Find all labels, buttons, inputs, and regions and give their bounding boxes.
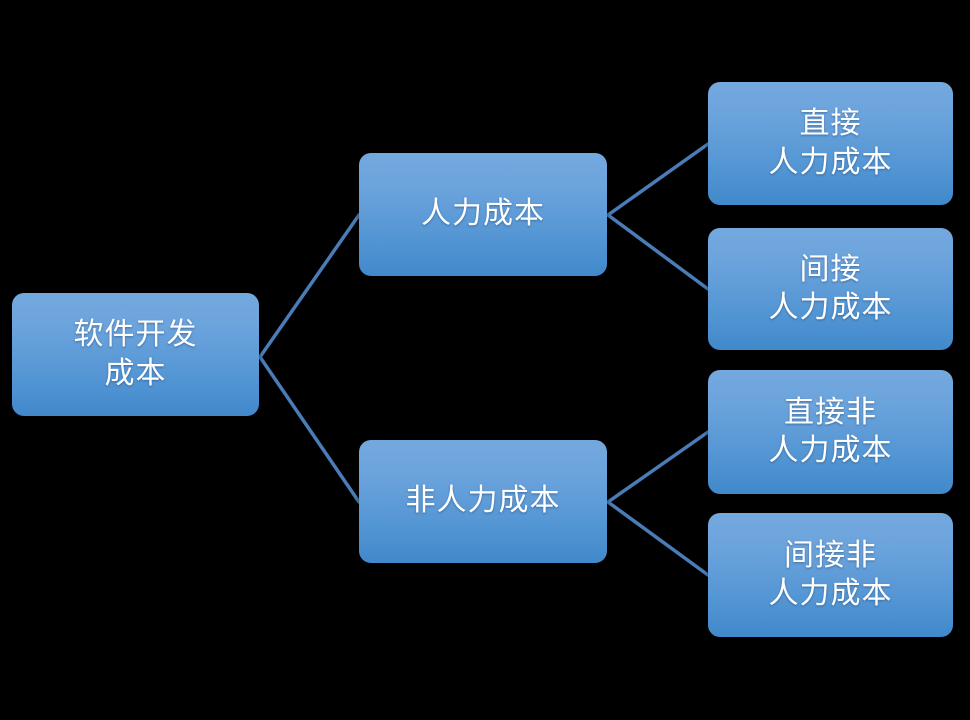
node-software-development-cost[interactable]: 软件开发 成本 (12, 293, 259, 416)
node-label-line2: 成本 (104, 356, 167, 390)
edge-nonlabor-to-indirect (606, 500, 710, 577)
edge-root-to-labor (258, 213, 361, 359)
node-labor-cost[interactable]: 人力成本 (359, 153, 607, 276)
node-label-line1: 软件开发 (73, 318, 198, 352)
node-indirect-non-labor-cost[interactable]: 间接非 人力成本 (708, 513, 953, 637)
node-indirect-labor-cost[interactable]: 间接 人力成本 (708, 228, 953, 350)
node-label-line2: 人力成本 (768, 434, 893, 467)
node-label-line2: 人力成本 (768, 145, 893, 179)
edge-labor-to-indirect (606, 213, 710, 291)
node-label-line1: 间接非 (784, 538, 877, 572)
node-label-line1: 直接 (799, 107, 862, 141)
node-label-line2: 人力成本 (768, 577, 893, 610)
edge-root-to-nonlabor (258, 355, 361, 504)
edge-labor-to-direct (606, 142, 710, 217)
node-label-line1: 直接非 (784, 395, 877, 429)
node-direct-non-labor-cost[interactable]: 直接非 人力成本 (708, 370, 953, 494)
node-label-line1: 非人力成本 (405, 484, 561, 518)
edge-nonlabor-to-direct (606, 430, 710, 504)
node-label-line1: 人力成本 (421, 197, 545, 231)
node-label-line2: 人力成本 (768, 291, 893, 324)
node-non-labor-cost[interactable]: 非人力成本 (359, 440, 607, 563)
node-direct-labor-cost[interactable]: 直接 人力成本 (708, 82, 953, 205)
node-label-line1: 间接 (799, 252, 862, 286)
